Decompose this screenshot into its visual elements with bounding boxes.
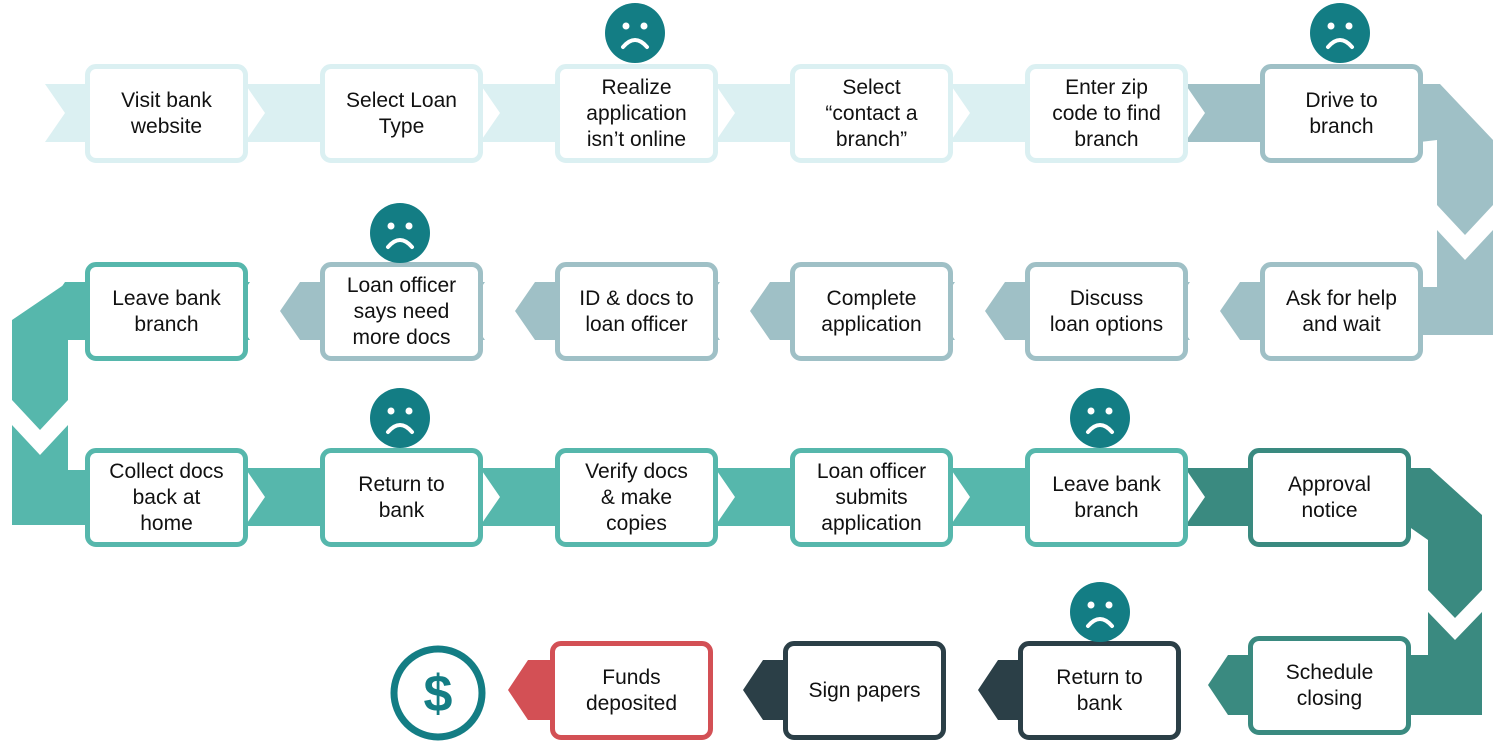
sad-face-icon [605,3,665,63]
dollar-icon: $ [390,645,486,741]
arrow-3 [480,84,575,142]
step-funds-deposited: Funds deposited [550,641,713,740]
arrow-19 [1208,655,1248,715]
step-collect-docs-home: Collect docs back at home [85,448,248,547]
connector-left [12,282,85,430]
arrow-16 [715,468,810,526]
arrow-17 [950,468,1045,526]
sad-face-icon [1070,582,1130,642]
step-sign-papers: Sign papers [783,641,946,740]
sad-face-icon [1310,3,1370,63]
step-visit-bank-website: Visit bank website [85,64,248,163]
connector-right-2b [1408,612,1482,715]
sad-face-icon [1070,388,1130,448]
arrow-18 [1185,468,1268,526]
step-leave-bank-branch-2: Leave bank branch [1025,448,1188,547]
step-select-contact-branch: Select “contact a branch” [790,64,953,163]
step-schedule-closing: Schedule closing [1248,636,1411,735]
step-enter-zip-code: Enter zip code to find branch [1025,64,1188,163]
arrow-4 [715,84,810,142]
step-discuss-loan-options: Discuss loan options [1025,262,1188,361]
arrow-2 [245,84,340,142]
step-drive-to-branch: Drive to branch [1260,64,1423,163]
step-leave-bank-branch-1: Leave bank branch [85,262,248,361]
connector-right-2 [1408,468,1482,618]
step-ask-for-help: Ask for help and wait [1260,262,1423,361]
step-approval-notice: Approval notice [1248,448,1411,547]
step-officer-needs-more-docs: Loan officer says need more docs [320,262,483,361]
step-verify-docs: Verify docs & make copies [555,448,718,547]
sad-face-icon [370,388,430,448]
connector-left-b [12,425,85,525]
step-return-to-bank-2: Return to bank [1018,641,1181,740]
connector-right-1 [1420,84,1493,235]
arrow-15 [480,468,575,526]
step-officer-submits: Loan officer submits application [790,448,953,547]
sad-face-icon [370,203,430,263]
step-realize-application-not-online: Realize application isn’t online [555,64,718,163]
arrow-6 [1185,84,1280,142]
step-complete-application: Complete application [790,262,953,361]
arrow-5 [950,84,1045,142]
step-select-loan-type: Select Loan Type [320,64,483,163]
connector-right-1b [1420,230,1493,335]
arrow-7 [1220,282,1260,340]
step-return-to-bank-1: Return to bank [320,448,483,547]
svg-text:$: $ [424,665,453,723]
arrow-14 [245,468,340,526]
step-id-docs-to-officer: ID & docs to loan officer [555,262,718,361]
